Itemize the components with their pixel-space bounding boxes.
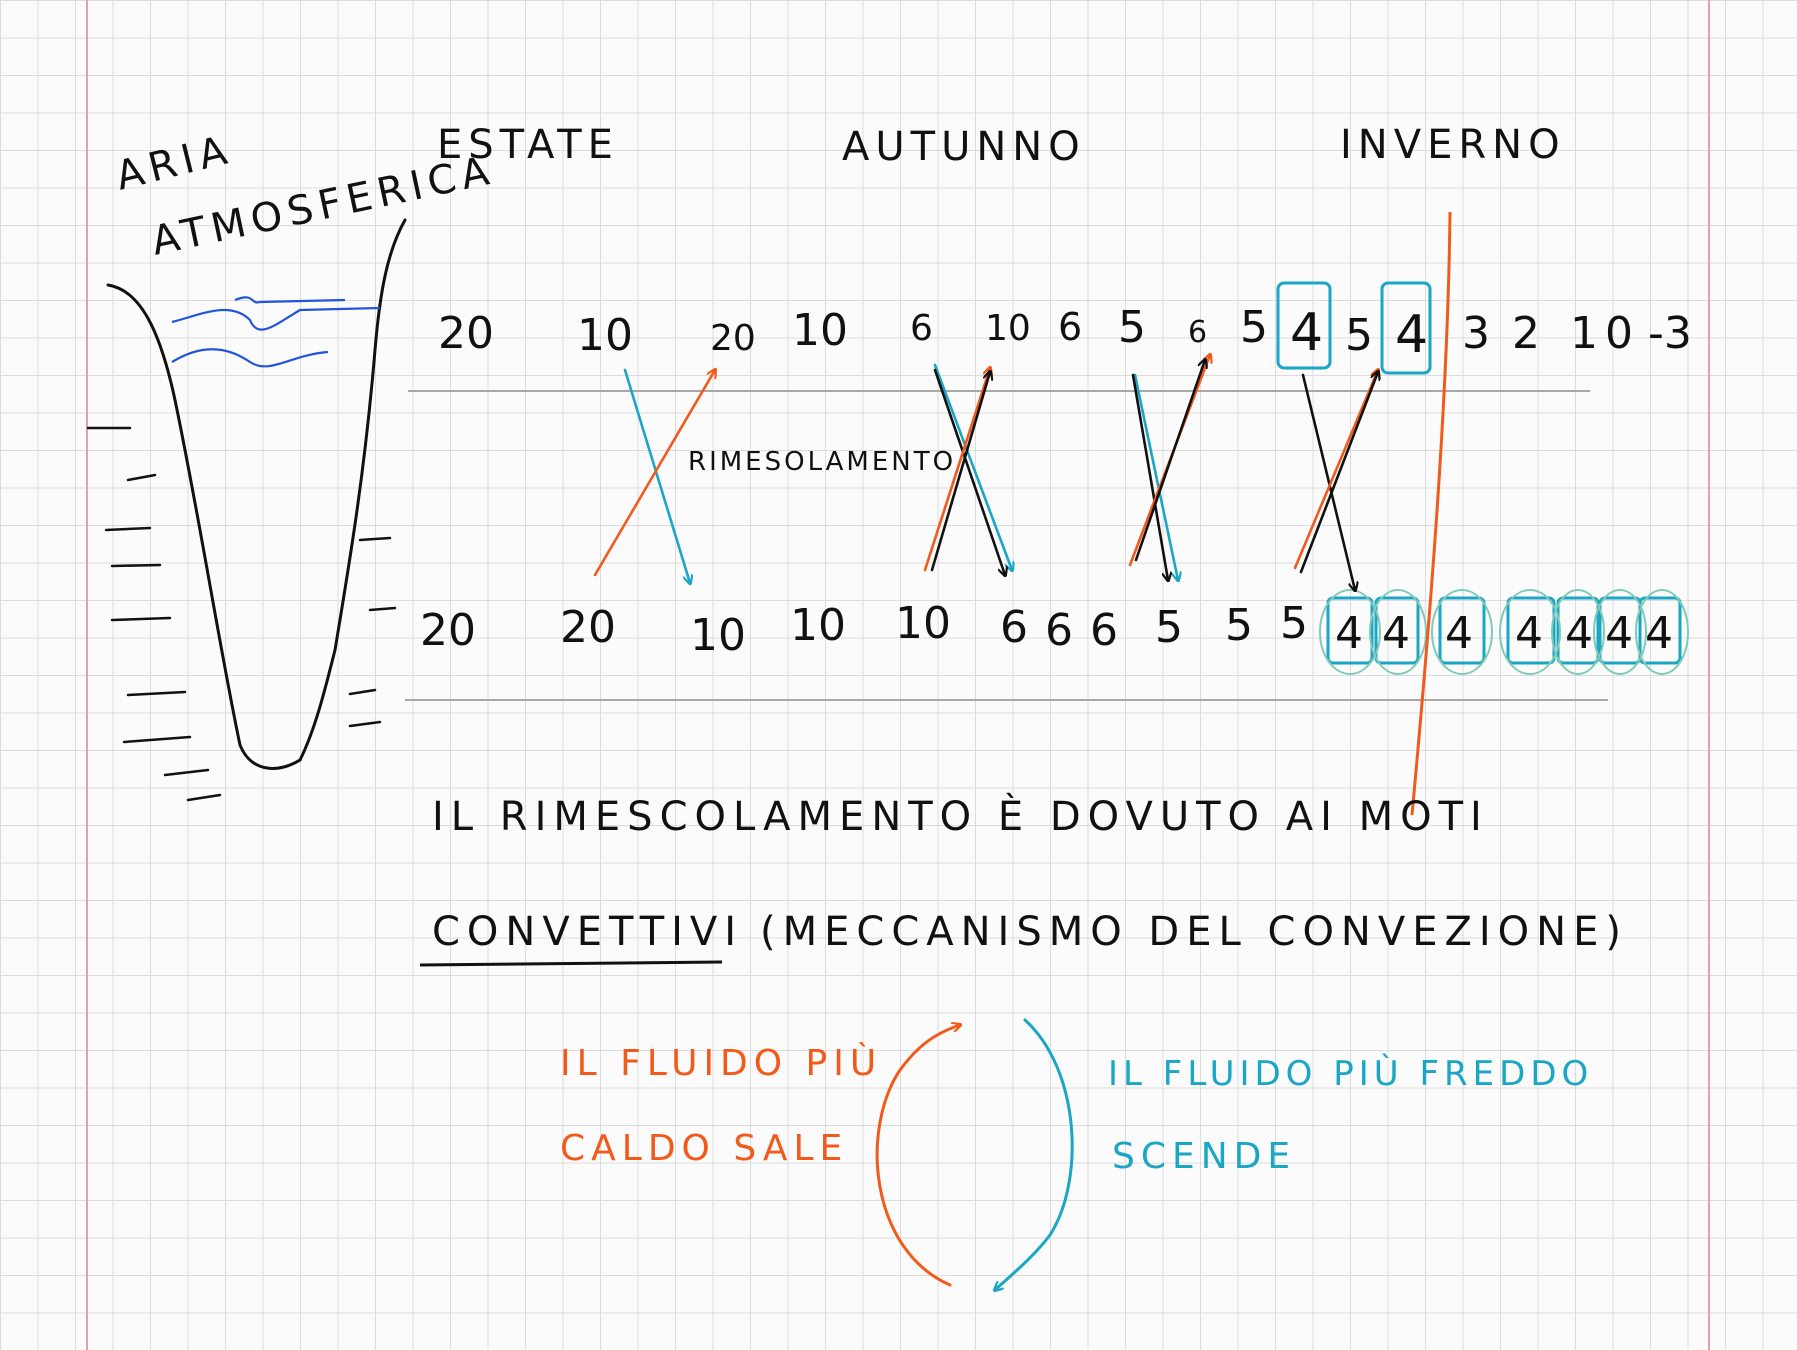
sink-arrow [1301,373,1355,590]
left-margin-line [86,0,88,1350]
cold-fluid-line2: SCENDE [1112,1136,1296,1177]
warm-rise-arrow [1134,360,1205,562]
mixing-arrows [593,355,1378,590]
surface-temp: 2 [1512,308,1540,359]
lake-left-bank [106,283,302,770]
surface-temp: 10 [577,310,633,361]
bottom-temp: 4 [1645,608,1673,659]
warm-rise-arrow [1293,370,1378,570]
surface-highlight-boxes [1276,281,1432,375]
ground-hatching [86,426,397,802]
season-estate: ESTATE [437,122,619,168]
explanation-line1: IL RIMESCOLAMENTO È DOVUTO AI MOTI [432,792,1489,840]
surface-temp: 4 [1290,303,1323,363]
lake-diagram [106,218,407,770]
surface-temp: 20 [438,308,494,359]
surface-temp: 10 [985,308,1031,349]
rimescolamento-label: RIMESOLAMENTO [688,447,956,477]
season-autunno: AUTUNNO [842,124,1086,170]
surface-temp: 10 [792,305,848,356]
bottom-temp: 4 [1515,608,1543,659]
surface-temp: 0 [1605,308,1633,359]
warm-fluid-line1: IL FLUIDO PIÙ [560,1042,882,1084]
surface-temp: 6 [1058,305,1082,349]
cold-sink-arrow [623,368,690,583]
warm-rise-arrow [593,370,715,577]
bottom-temp: 4 [1335,608,1363,659]
warm-rising-arc [875,1025,960,1287]
bottom-temp: 4 [1445,608,1473,659]
surface-temp: 3 [1462,308,1490,359]
cold-sink-arrow [1133,373,1178,580]
bottom-temp: 5 [1280,598,1308,649]
bottom-temp: 5 [1225,600,1253,651]
bottom-temp: 6 [1090,605,1118,656]
explanation-convettivi: CONVETTIVI [432,909,743,955]
winter-separator-line [1410,211,1452,816]
warm-rise-arrow [1299,372,1378,574]
surface-temp: 1 [1570,308,1598,359]
surface-temp: 6 [910,308,933,349]
surface-temp: 6 [1188,315,1207,350]
sink-arrow [933,368,1005,575]
cold-sink-arrow [933,363,1012,570]
bottom-temp: 10 [690,610,746,661]
surface-temp: 5 [1240,302,1268,353]
bottom-temp: 20 [560,602,616,653]
bottom-temp: 5 [1155,602,1183,653]
bottom-temp: 6 [1045,605,1073,656]
warm-fluid-line2: CALDO SALE [560,1128,848,1169]
warm-rise-arrow [923,368,990,572]
explanation-parenthetical: (MECCANISMO DEL CONVEZIONE) [760,909,1628,955]
bottom-highlight-boxes [1319,589,1689,675]
cold-sinking-arc [995,1018,1074,1290]
warm-rise-arrow [930,372,990,572]
bottom-temp: 4 [1565,608,1593,659]
cold-fluid-line1: IL FLUIDO PIÙ FREDDO [1108,1053,1593,1094]
right-margin-line [1708,0,1710,1350]
bottom-temp: 10 [790,600,846,651]
surface-temp: 4 [1395,305,1428,365]
lake-right-bank [298,218,407,762]
bottom-temperatures: 20 20 10 10 10 6 6 6 5 5 5 4 4 4 4 4 4 4 [420,598,1673,661]
aria-label-line1: ARIA [111,126,237,199]
sink-arrow [1131,373,1168,580]
surface-temp: 5 [1118,302,1146,353]
surface-temp: -3 [1648,308,1692,359]
convection-loop [875,1018,1074,1290]
water-surface-lines [171,296,381,368]
surface-temperatures: 20 10 20 10 6 10 6 5 6 5 4 5 4 3 2 1 0 -… [438,302,1692,365]
bottom-temp: 6 [1000,602,1028,653]
convettivi-underline [419,960,723,967]
bottom-temp: 10 [895,598,951,649]
bottom-temp: 4 [1605,608,1633,659]
season-inverno: INVERNO [1340,122,1566,168]
surface-temp: 5 [1345,310,1373,361]
bottom-temp: 4 [1382,608,1410,659]
surface-temp: 20 [710,318,756,359]
bottom-temp: 20 [420,605,476,656]
